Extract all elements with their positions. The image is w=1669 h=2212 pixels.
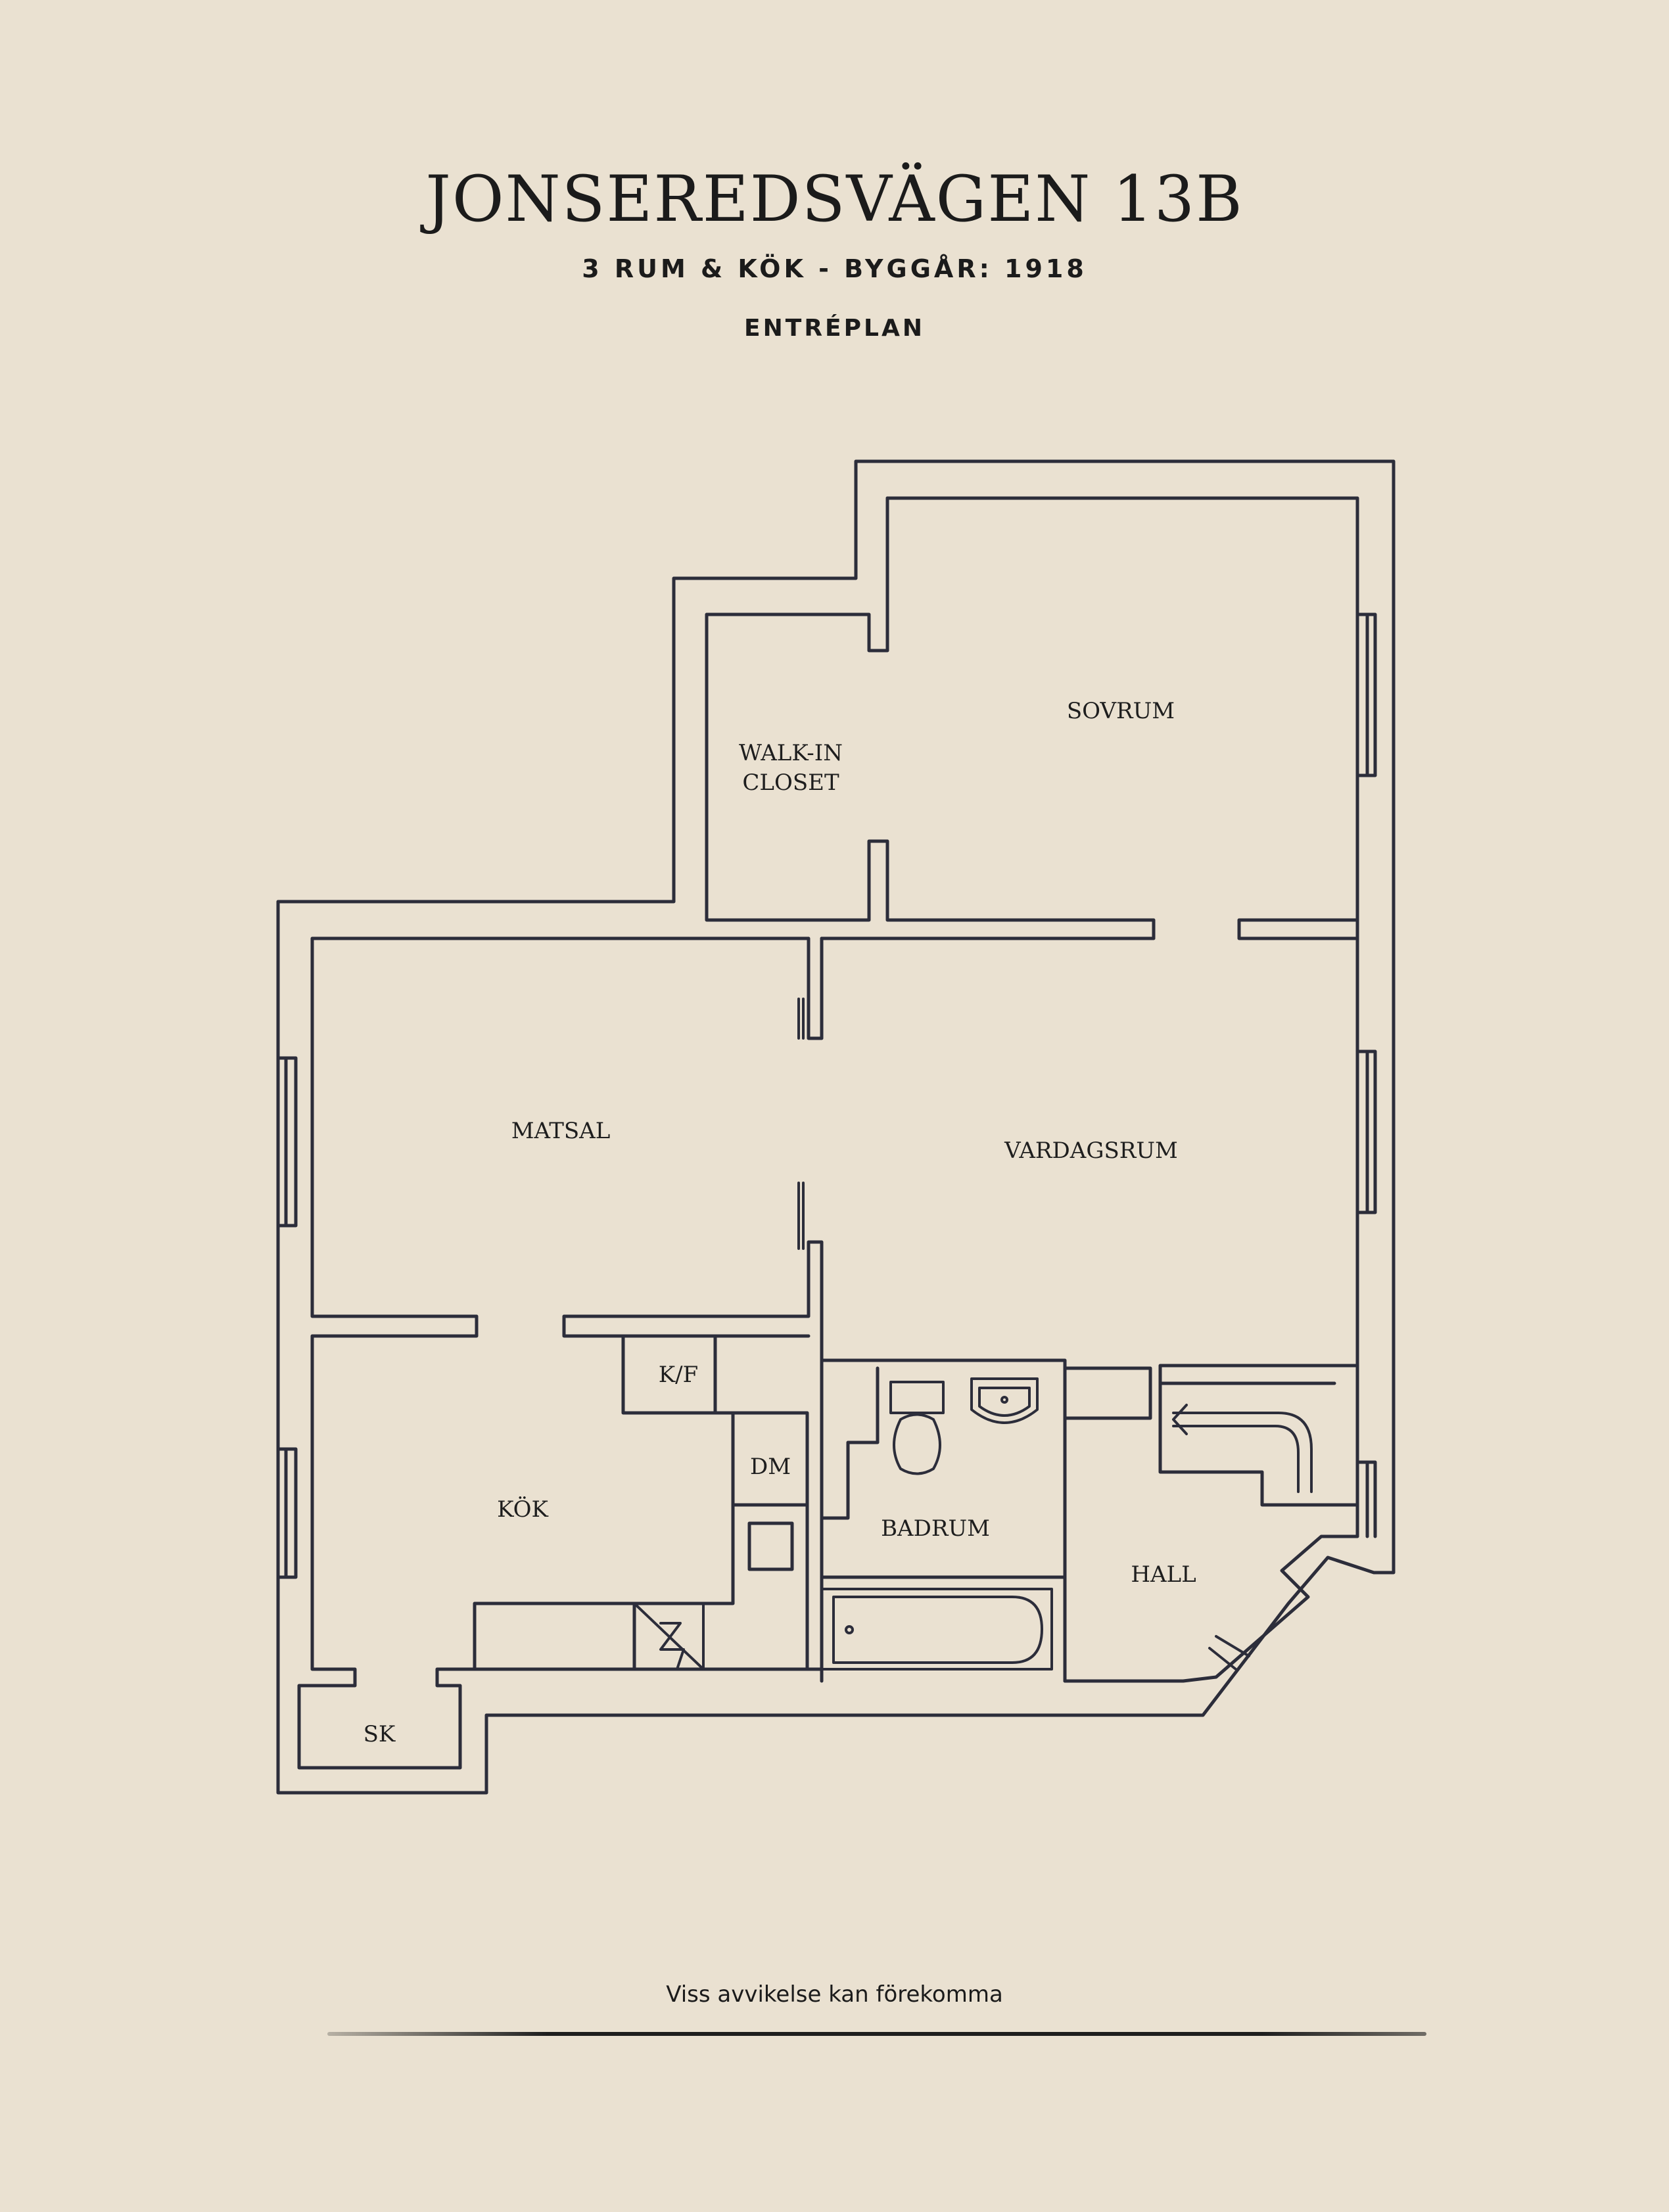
entrance-door (1208, 1635, 1250, 1671)
hall-wardrobe (1158, 1364, 1359, 1507)
stove-symbol (633, 1602, 705, 1671)
bathtub-drain (845, 1625, 854, 1634)
matsal-walls (297, 936, 824, 1770)
room-label-sovrum: SOVRUM (1067, 698, 1175, 724)
decorative-divider (327, 2032, 1426, 2036)
page-title: JONSEREDSVÄGEN 13B (425, 162, 1244, 236)
room-label-dm: DM (750, 1454, 791, 1480)
bathroom-walls (820, 1358, 1067, 1683)
room-label-hall: HALL (1131, 1561, 1196, 1588)
room-label-walk-in-2: CLOSET (742, 770, 839, 796)
apartment-subtitle: 3 RUM & KÖK - BYGGÅR: 1918 (582, 254, 1087, 283)
room-label-sk: SK (364, 1721, 396, 1747)
toilet (889, 1381, 945, 1475)
room-label-matsal: MATSAL (511, 1118, 611, 1144)
stair-arrow (1172, 1404, 1313, 1493)
bathtub (820, 1588, 1053, 1671)
walk-in-closet-walls (705, 496, 1359, 940)
right-windows (1355, 612, 1377, 1538)
room-label-badrum: BADRUM (881, 1515, 990, 1542)
floor-level-label: ENTRÉPLAN (744, 315, 925, 342)
disclaimer-text: Viss avvikelse kan förekomma (666, 1981, 1003, 2008)
room-label-walk-in-1: WALK-IN (739, 740, 843, 766)
left-windows (276, 1056, 298, 1579)
sink-drain (1000, 1396, 1008, 1404)
room-label-kok: KÖK (497, 1496, 548, 1523)
outer-wall-interior (885, 496, 1359, 1683)
kitchen-walls (473, 1334, 809, 1671)
room-label-vardagsrum: VARDAGSRUM (1004, 1138, 1178, 1164)
outer-wall-exterior (276, 459, 1396, 1795)
bathroom-sink (970, 1377, 1039, 1424)
room-label-kf: K/F (659, 1362, 698, 1388)
door-jambs-matsal (797, 998, 805, 1250)
